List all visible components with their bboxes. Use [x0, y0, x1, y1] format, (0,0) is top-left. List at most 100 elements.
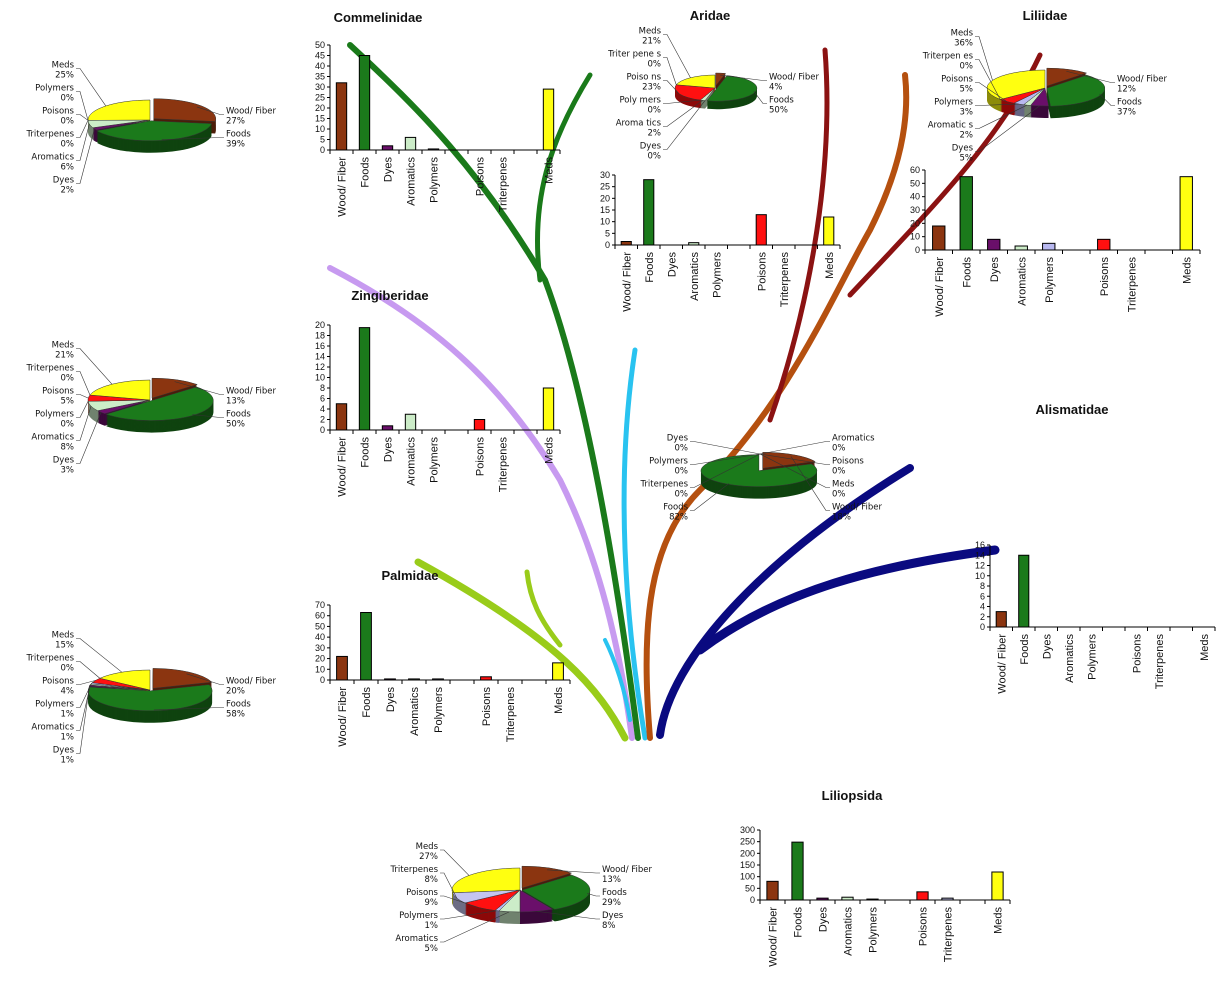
bar-woodfiber	[620, 241, 632, 246]
pie-leader-line	[440, 911, 510, 943]
pie-leader-line	[153, 707, 224, 711]
pie-label: Wood/ Fiber	[226, 677, 277, 687]
y-tick-label: 14	[315, 352, 325, 362]
pie-label: Aromatics	[31, 153, 74, 163]
x-category-label: Triterpenes	[505, 687, 517, 743]
bar-aromatics	[1014, 245, 1028, 251]
y-tick-label: 35	[315, 72, 325, 82]
pie-percent: 5%	[960, 154, 974, 164]
pie-slice-woodfiber	[521, 865, 573, 889]
x-category-label: Aromatics	[843, 907, 855, 956]
y-tick-label: 40	[315, 61, 325, 71]
pie-leader-line	[975, 103, 1019, 106]
pie-percent: 2%	[960, 131, 974, 141]
y-tick-label: 20	[910, 218, 920, 228]
y-tick-label: 6	[320, 394, 325, 404]
branch-alismatidae-fork	[695, 545, 1000, 655]
branch-palmidae	[414, 558, 629, 742]
bar-woodfiber	[932, 225, 946, 251]
pie-label: Poisons	[42, 387, 74, 397]
y-tick-label: 0	[750, 895, 755, 905]
bar-meds	[552, 662, 564, 681]
y-tick-label: 20	[315, 103, 325, 113]
pie-label: Triterpenes	[639, 480, 688, 490]
pie-leader-line	[440, 895, 479, 908]
y-tick-label: 300	[740, 825, 755, 835]
bar-woodfiber	[995, 611, 1007, 628]
x-category-label: Dyes	[1041, 634, 1053, 660]
pie-percent: 0%	[61, 664, 75, 674]
pie-leader-line	[76, 348, 113, 385]
pie-slice-meds	[87, 99, 151, 121]
x-category-label: Triterpenes	[779, 252, 791, 308]
x-category-label: Polymers	[868, 907, 880, 953]
pie-label: Triterpenes	[25, 654, 74, 664]
y-tick-label: 0	[320, 425, 325, 435]
y-tick-label: 6	[980, 591, 985, 601]
bar-aromatics	[841, 896, 854, 901]
pie-label: Aromatic s	[928, 121, 974, 131]
pie-leader-line	[76, 680, 96, 685]
pie-label: Meds	[52, 631, 75, 641]
x-category-label: Poisons	[481, 687, 493, 727]
pie-leader-line	[76, 114, 89, 121]
bar-woodfiber	[766, 880, 779, 901]
x-category-label: Triterpenes	[943, 907, 955, 963]
x-category-label: Poisons	[1131, 634, 1143, 674]
bar-dyes	[381, 425, 394, 431]
pie-percent: 5%	[960, 85, 974, 95]
pie-percent: 8%	[602, 921, 616, 931]
y-tick-label: 10	[600, 217, 610, 227]
y-tick-label: 0	[320, 145, 325, 155]
pie-chart: Meds25%Polymers0%Poisons0%Triterpenes0%A…	[25, 61, 276, 196]
x-category-label: Foods	[793, 907, 805, 938]
pie-label: Triterpenes	[389, 865, 438, 875]
pie-leader-line	[76, 406, 92, 441]
pie-percent: 50%	[226, 420, 245, 430]
chart-title: Liliopsida	[822, 788, 883, 803]
bar-foods	[643, 179, 655, 246]
y-tick-label: 60	[910, 165, 920, 175]
pie-leader-line	[975, 104, 1028, 129]
pie-leader-line	[76, 401, 89, 418]
pie-label: Poisons	[406, 888, 438, 898]
y-tick-label: 20	[315, 654, 325, 664]
bar-poisons	[480, 676, 492, 681]
bar-dyes	[987, 238, 1001, 251]
pie-label: Wood/ Fiber	[602, 865, 653, 875]
x-category-label: Meds	[553, 687, 565, 714]
y-tick-label: 8	[320, 383, 325, 393]
pie-leader-line	[663, 80, 680, 95]
x-category-label: Aromatics	[1016, 257, 1028, 306]
pie-leader-line	[663, 100, 706, 150]
bar-foods	[360, 612, 372, 681]
pie-leader-line	[161, 137, 224, 140]
pie-label: Dyes	[53, 176, 75, 186]
pie-label: Triter pene s	[607, 50, 662, 60]
bar-foods	[959, 176, 973, 251]
pie-leader-line	[196, 106, 224, 115]
bar-polymers	[427, 148, 440, 151]
pie-leader-line	[690, 483, 730, 511]
pie-leader-line	[975, 105, 1040, 152]
x-category-label: Meds	[1181, 257, 1193, 284]
bar-poisons	[473, 419, 486, 431]
pie-leader-line	[76, 124, 90, 161]
pie-label: Wood/ Fiber	[769, 73, 820, 83]
pie-leader-line	[975, 59, 1001, 100]
bar-meds	[991, 871, 1004, 901]
pie-leader-line	[440, 849, 470, 876]
y-tick-label: 2	[320, 415, 325, 425]
pie-percent: 0%	[675, 467, 689, 477]
pie-leader-line	[76, 683, 92, 708]
pie-percent: 27%	[419, 852, 438, 862]
pie-label: Polymers	[649, 457, 688, 467]
x-category-label: Wood/ Fiber	[337, 437, 349, 497]
